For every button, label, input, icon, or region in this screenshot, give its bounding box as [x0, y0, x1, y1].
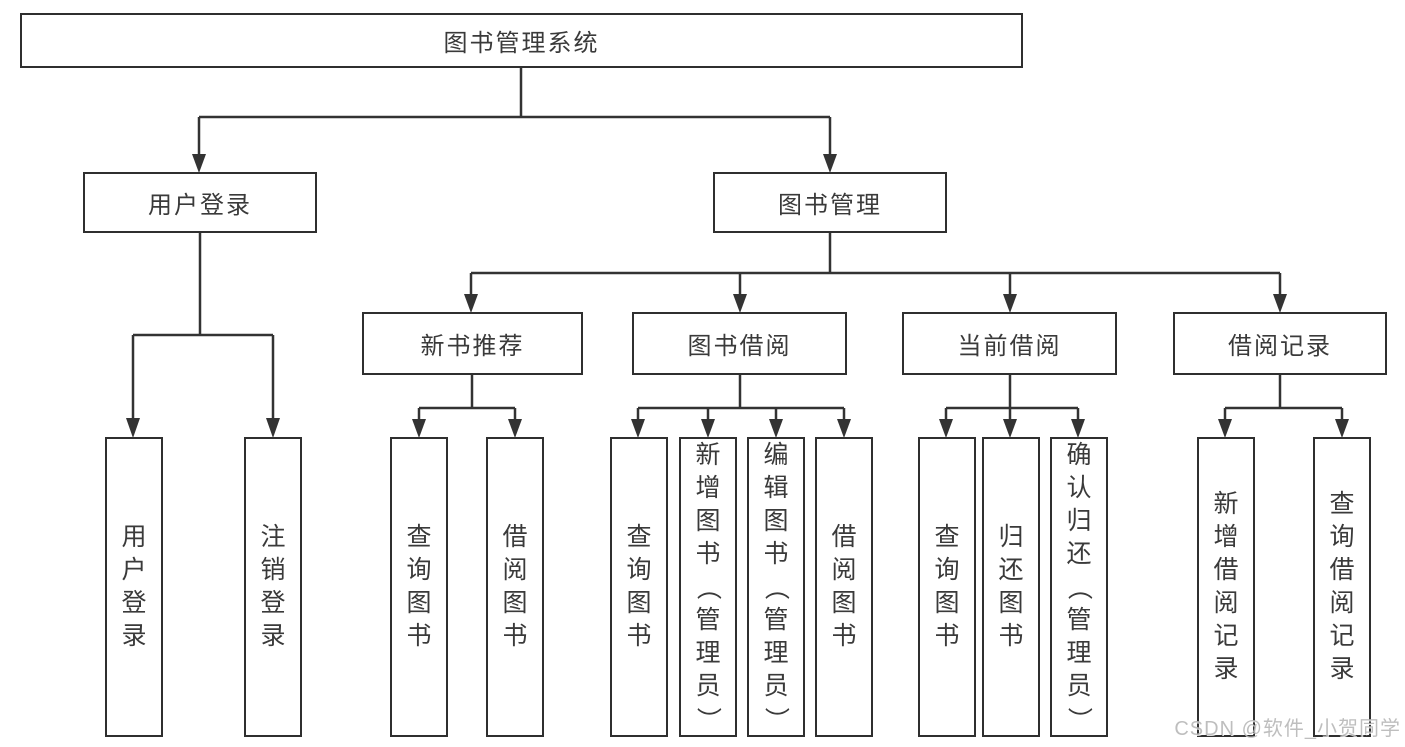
- node-current-borrow: 当前借阅: [902, 312, 1117, 375]
- node-borrow-records: 借阅记录: [1173, 312, 1387, 375]
- leaf-query-borrow-record: 查询借阅记录: [1313, 437, 1371, 737]
- node-new-book-recommend: 新书推荐: [362, 312, 583, 375]
- node-user-login: 用户登录: [83, 172, 317, 233]
- connector-book-borrow-to-leaves: [631, 375, 851, 438]
- leaf-edit-book-admin: 编辑图书（管理员）: [747, 437, 805, 737]
- leaf-confirm-return-admin: 确认归还（管理员）: [1050, 437, 1108, 737]
- connector-current-borrow-to-leaves: [939, 375, 1085, 438]
- node-book-borrow: 图书借阅: [632, 312, 847, 375]
- leaf-query-book-current: 查询图书: [918, 437, 976, 737]
- leaf-user-login: 用户登录: [105, 437, 163, 737]
- leaf-add-book-admin: 新增图书（管理员）: [679, 437, 737, 737]
- node-book-management: 图书管理: [713, 172, 947, 233]
- connector-new-book-to-leaves: [412, 375, 522, 438]
- leaf-borrow-book: 借阅图书: [815, 437, 873, 737]
- leaf-return-book: 归还图书: [982, 437, 1040, 737]
- leaf-query-book-borrow: 查询图书: [610, 437, 668, 737]
- connector-borrow-records-to-leaves: [1218, 375, 1349, 438]
- leaf-borrow-book-recommend: 借阅图书: [486, 437, 544, 737]
- leaf-add-borrow-record: 新增借阅记录: [1197, 437, 1255, 737]
- connector-user-login-to-leaves: [126, 233, 280, 438]
- connector-root-to-level2: [192, 68, 837, 173]
- node-root: 图书管理系统: [20, 13, 1023, 68]
- watermark: CSDN @软件_小贺同学: [1174, 718, 1401, 740]
- leaf-logout: 注销登录: [244, 437, 302, 737]
- leaf-query-book-recommend: 查询图书: [390, 437, 448, 737]
- connector-book-mgmt-to-level3: [464, 233, 1287, 313]
